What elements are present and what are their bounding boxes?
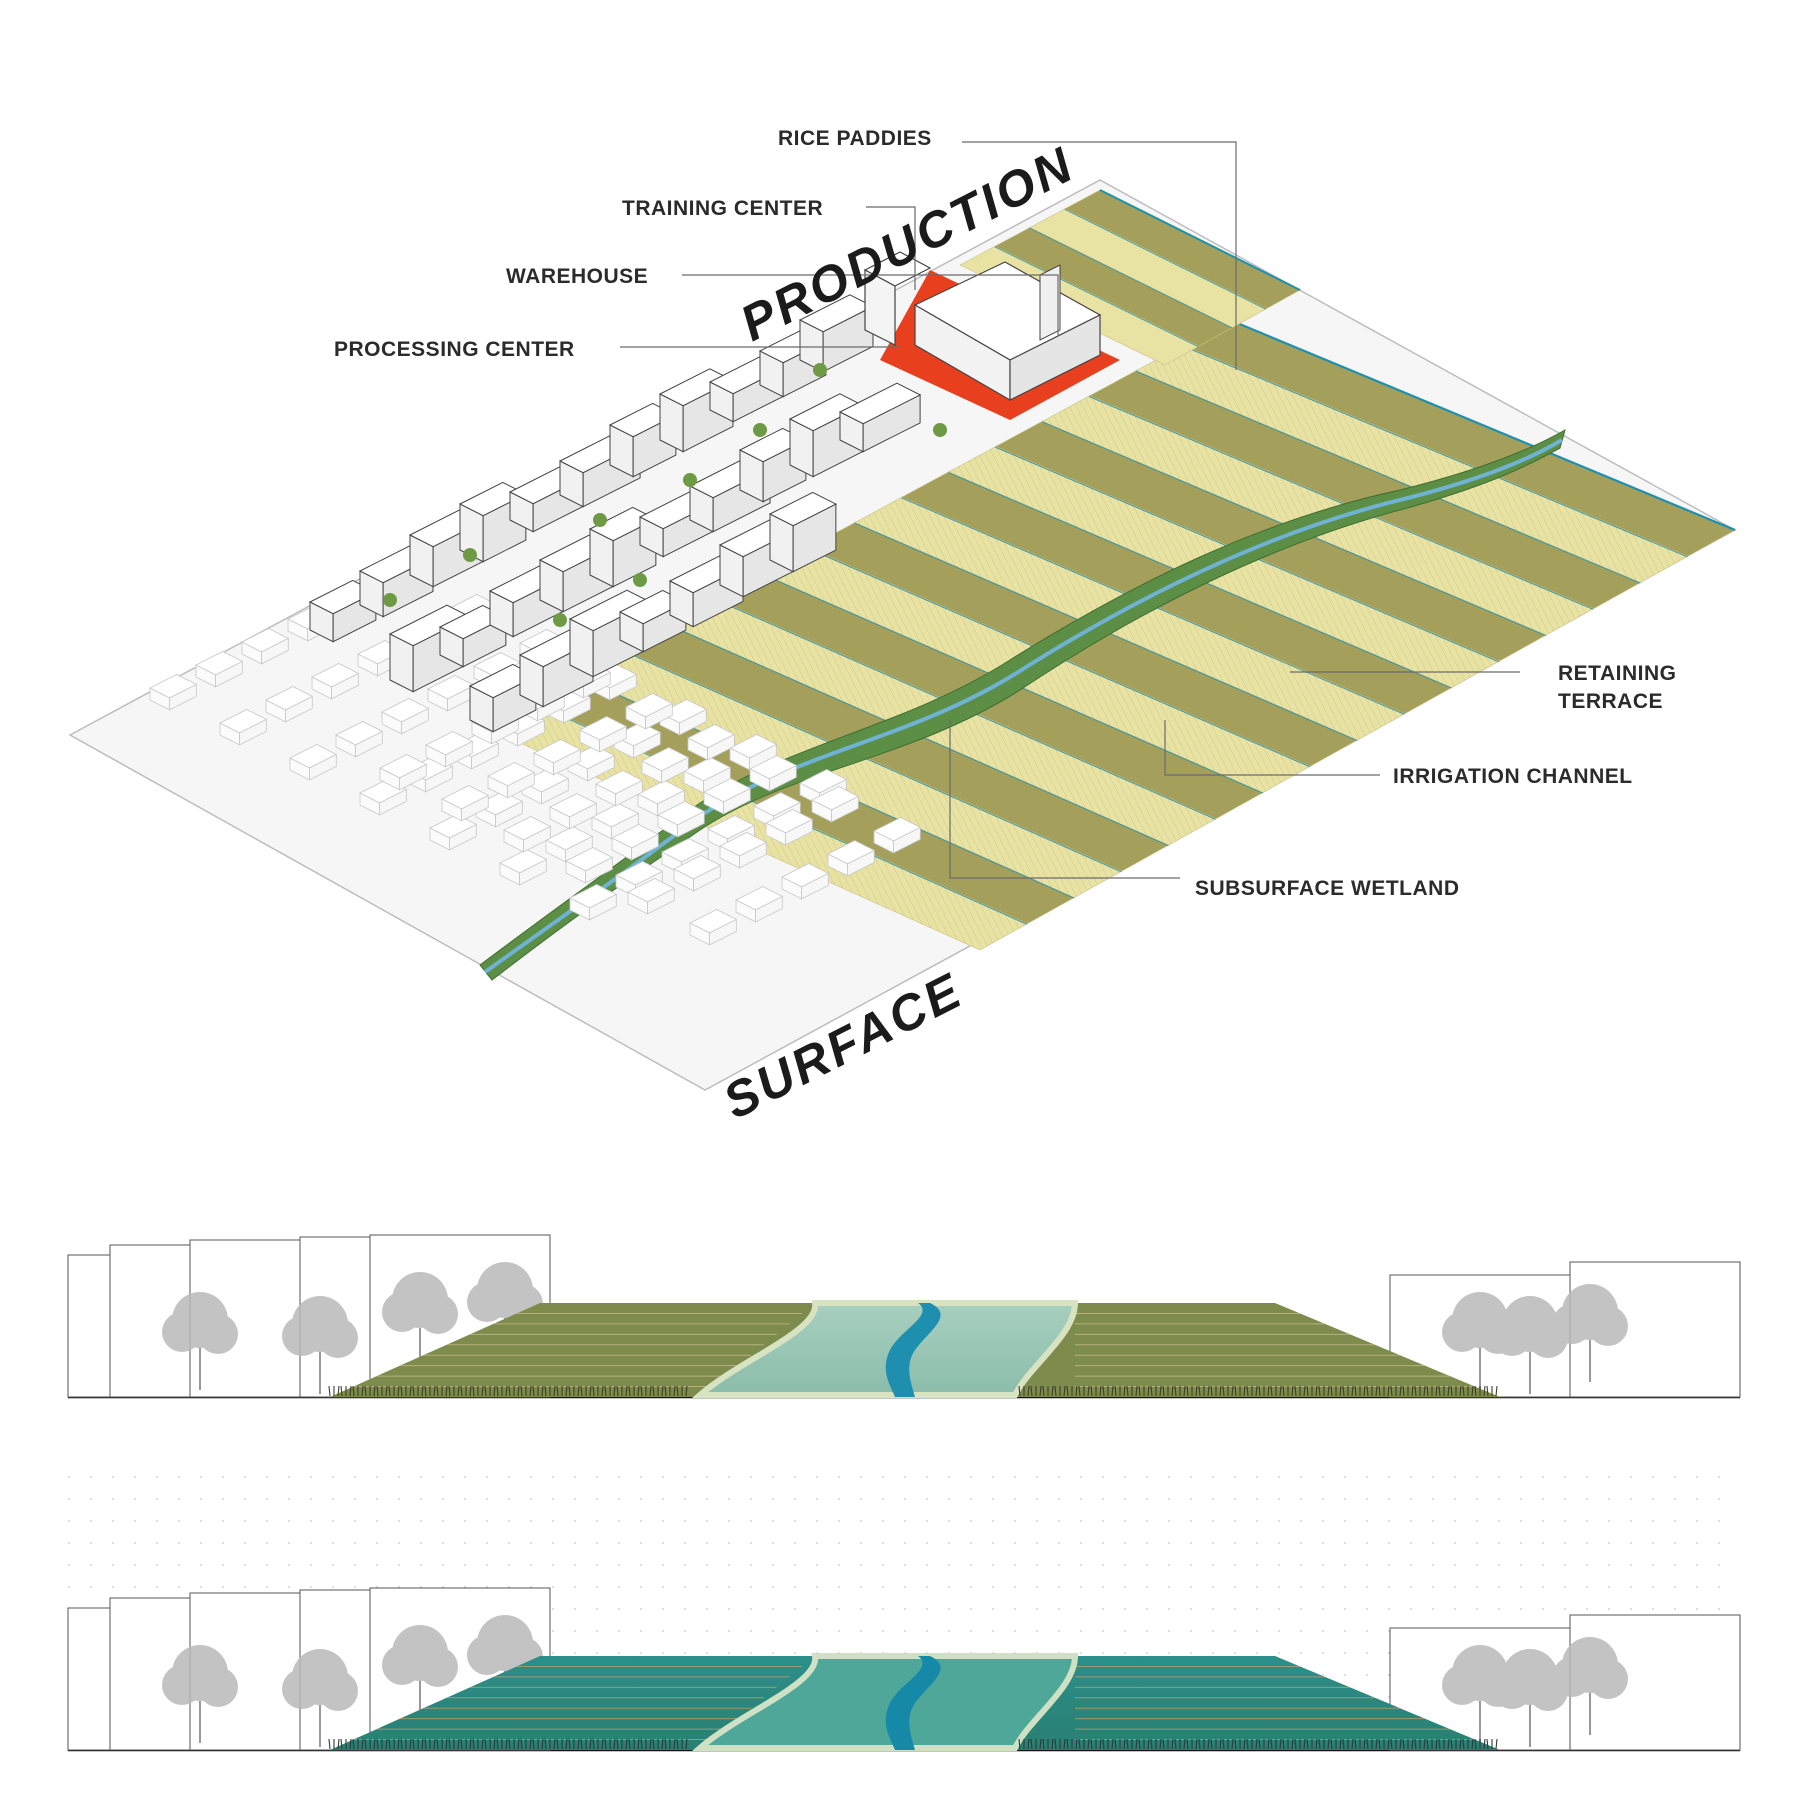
tree-canopy bbox=[282, 1669, 322, 1709]
palm-tree-icon bbox=[633, 573, 647, 587]
label-warehouse: WAREHOUSE bbox=[506, 265, 648, 288]
palm-tree-icon bbox=[683, 473, 697, 487]
tree-canopy bbox=[282, 1316, 322, 1356]
flood-section bbox=[68, 1465, 1740, 1750]
tree-canopy bbox=[162, 1665, 202, 1705]
label-retaining-terrace-1: RETAINING bbox=[1558, 662, 1676, 685]
palm-tree-icon bbox=[933, 423, 947, 437]
tree-canopy bbox=[1588, 1659, 1628, 1699]
tree-canopy bbox=[1492, 1316, 1532, 1356]
tree-canopy bbox=[382, 1645, 422, 1685]
palm-tree-icon bbox=[753, 423, 767, 437]
tree-canopy bbox=[418, 1647, 458, 1687]
tree-canopy bbox=[418, 1294, 458, 1334]
tree-canopy bbox=[162, 1312, 202, 1352]
palm-tree-icon bbox=[813, 363, 827, 377]
warehouse-block bbox=[1040, 265, 1060, 340]
tree-canopy bbox=[1552, 1304, 1592, 1344]
tree-canopy bbox=[467, 1282, 507, 1322]
tree-canopy bbox=[382, 1292, 422, 1332]
palm-tree-icon bbox=[553, 613, 567, 627]
tree-canopy bbox=[318, 1318, 358, 1358]
tree-canopy bbox=[1552, 1657, 1592, 1697]
tree-canopy bbox=[318, 1671, 358, 1711]
palm-tree-icon bbox=[593, 513, 607, 527]
label-irrigation-channel: IRRIGATION CHANNEL bbox=[1393, 765, 1633, 788]
tree-canopy bbox=[1442, 1312, 1482, 1352]
label-processing-center: PROCESSING CENTER bbox=[334, 338, 575, 361]
dry-section bbox=[68, 1235, 1740, 1397]
tree-canopy bbox=[198, 1667, 238, 1707]
label-retaining-terrace-2: TERRACE bbox=[1558, 690, 1663, 713]
tree-canopy bbox=[1588, 1306, 1628, 1346]
tree-canopy bbox=[1442, 1665, 1482, 1705]
label-training-center: TRAINING CENTER bbox=[622, 197, 823, 220]
palm-tree-icon bbox=[383, 593, 397, 607]
tree-canopy bbox=[1492, 1669, 1532, 1709]
tree-canopy bbox=[198, 1314, 238, 1354]
palm-tree-icon bbox=[463, 548, 477, 562]
label-subsurface-wetland: SUBSURFACE WETLAND bbox=[1195, 877, 1460, 900]
label-rice-paddies: RICE PADDIES bbox=[778, 127, 932, 150]
tree-canopy bbox=[467, 1635, 507, 1675]
axonometric-view: PRODUCTION SURFACE RICE PADDIES TRAINING… bbox=[70, 127, 1735, 1130]
